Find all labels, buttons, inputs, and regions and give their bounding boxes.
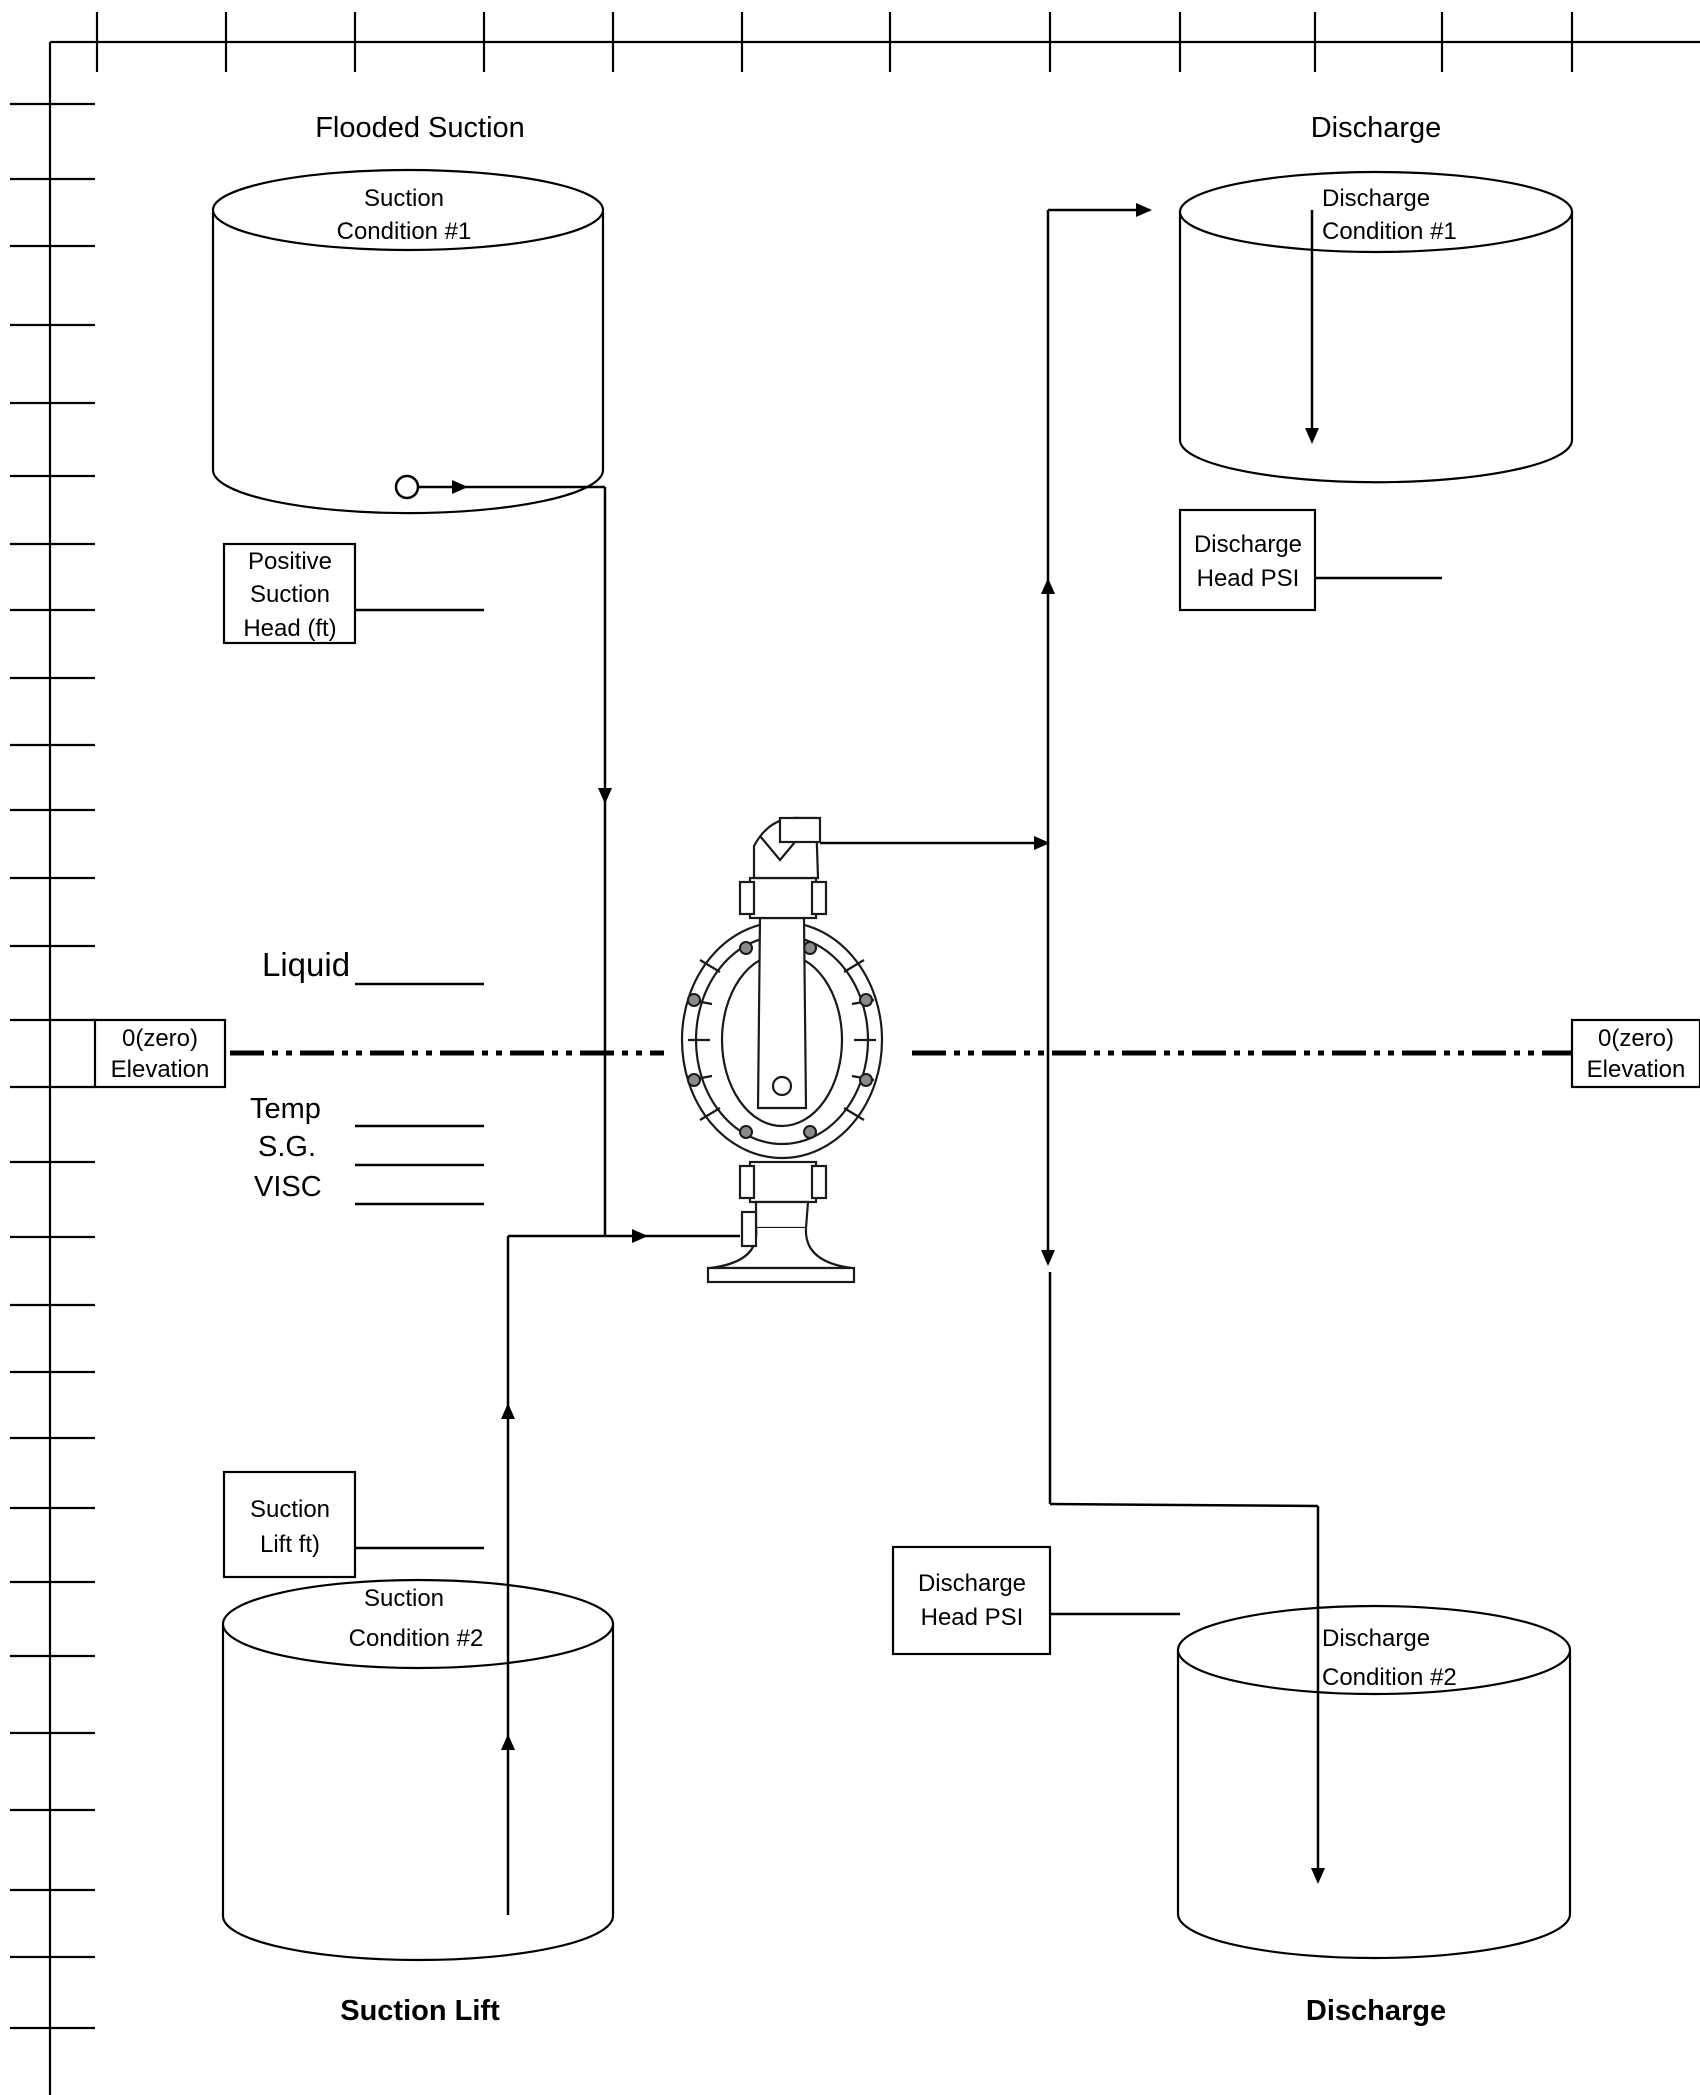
box-line1: Discharge bbox=[918, 1570, 1026, 1597]
discharge-heading-top: Discharge bbox=[1311, 112, 1442, 144]
arrow-head bbox=[598, 788, 612, 804]
arrow-head bbox=[1305, 428, 1319, 444]
tank-label-line2: Condition #2 bbox=[349, 1625, 484, 1652]
box-elevation-left: 0(zero) Elevation bbox=[93, 1018, 227, 1089]
tank-discharge-condition-1: Discharge Condition #1 bbox=[1178, 170, 1574, 484]
box-line2: Elevation bbox=[111, 1056, 210, 1083]
diaphragm-pump bbox=[680, 816, 884, 1284]
tank-label-line1: Suction bbox=[364, 1585, 444, 1612]
suction-lift-heading: Suction Lift bbox=[340, 1995, 500, 2027]
temp-label: Temp bbox=[250, 1093, 321, 1125]
box-line1: 0(zero) bbox=[1598, 1025, 1674, 1052]
tank-suction-condition-2: Suction Condition #2 bbox=[221, 1578, 615, 1962]
arrow-head bbox=[501, 1403, 515, 1419]
discharge-piping bbox=[820, 203, 1325, 1884]
grid-border bbox=[10, 12, 1700, 2095]
arrow-head bbox=[452, 480, 468, 494]
box-discharge-head-bottom: Discharge Head PSI bbox=[891, 1545, 1180, 1656]
discharge-heading-bottom: Discharge bbox=[1306, 1995, 1446, 2027]
box-suction-lift: Suction Lift ft) bbox=[222, 1470, 484, 1579]
box-positive-suction-head: Positive Suction Head (ft) bbox=[222, 542, 484, 645]
tank-suction-condition-1: Suction Condition #1 bbox=[211, 168, 605, 515]
arrow-head bbox=[1041, 578, 1055, 594]
box-line2: Suction bbox=[250, 581, 330, 608]
suction-piping bbox=[394, 474, 740, 1915]
box-discharge-head-top: Discharge Head PSI bbox=[1178, 508, 1442, 612]
tank-label-line2: Condition #2 bbox=[1322, 1664, 1457, 1691]
liquid-label: Liquid bbox=[262, 946, 350, 983]
tank-label-line2: Condition #1 bbox=[1322, 218, 1457, 245]
left-ticks bbox=[10, 102, 95, 2030]
top-ticks bbox=[95, 12, 1574, 72]
box-line1: Suction bbox=[250, 1496, 330, 1523]
arrow-head bbox=[1041, 1250, 1055, 1266]
box-line2: Head PSI bbox=[1197, 565, 1300, 592]
box-line2: Elevation bbox=[1587, 1056, 1686, 1083]
arrow-head bbox=[1136, 203, 1152, 217]
sg-label: S.G. bbox=[258, 1131, 316, 1163]
tank-label-line1: Discharge bbox=[1322, 1625, 1430, 1652]
box-line1: Discharge bbox=[1194, 531, 1302, 558]
box-line1: 0(zero) bbox=[122, 1025, 198, 1052]
tank-label-line1: Suction bbox=[364, 185, 444, 212]
box-line2: Lift ft) bbox=[260, 1531, 320, 1558]
box-elevation-right: 0(zero) Elevation bbox=[1570, 1018, 1700, 1089]
box-line1: Positive bbox=[248, 548, 332, 575]
arrow-head bbox=[501, 1734, 515, 1750]
liquid-properties: Liquid Temp S.G. VISC bbox=[250, 946, 484, 1206]
arrow-head bbox=[1311, 1868, 1325, 1884]
arrow-head bbox=[632, 1229, 648, 1243]
visc-label: VISC bbox=[254, 1171, 322, 1203]
flooded-suction-heading: Flooded Suction bbox=[315, 112, 525, 144]
tank-label-line2: Condition #1 bbox=[337, 218, 472, 245]
tank-label-line1: Discharge bbox=[1322, 185, 1430, 212]
arrow-head bbox=[1034, 836, 1050, 850]
box-line3: Head (ft) bbox=[243, 615, 336, 642]
box-line2: Head PSI bbox=[921, 1604, 1024, 1631]
tank-discharge-condition-2: Discharge Condition #2 bbox=[1176, 1604, 1572, 1960]
